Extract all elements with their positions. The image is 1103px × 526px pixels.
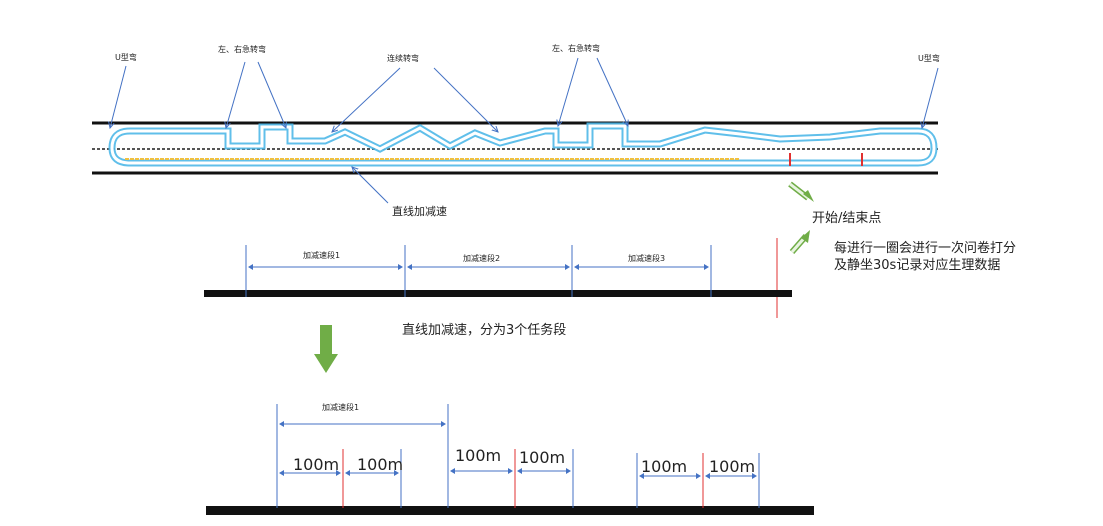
dist-1-label: 100m	[293, 455, 339, 474]
continuous-turns-arrow-b	[433, 67, 498, 132]
segment-3-label: 加减速段3	[628, 253, 665, 263]
detail-seg1-label: 加减速段1	[322, 402, 359, 412]
big-green-down-arrow	[314, 325, 338, 373]
dist-4-label: 100m	[519, 448, 565, 467]
dist-2-label: 100m	[357, 455, 403, 474]
start-end-block: 开始/结束点 每进行一圈会进行一次问卷打分 及静坐30s记录对应生理数据	[776, 181, 1016, 318]
continuous-turns-label: 连续转弯	[387, 53, 419, 63]
sharp-turn-2-arrow-b	[596, 57, 628, 126]
sharp-turn-1-arrow-b	[257, 61, 286, 128]
u-turn-right-arrow	[922, 67, 939, 128]
sharp-turns-1-label: 左、右急转弯	[218, 44, 266, 54]
segments-road-bar	[204, 290, 792, 297]
u-turn-right-label: U型弯	[918, 53, 940, 63]
straight-accel-caption: 直线加减速，分为3个任务段	[402, 322, 566, 338]
sharp-turns-2-label: 左、右急转弯	[552, 43, 600, 53]
lap-note-line2: 及静坐30s记录对应生理数据	[834, 257, 1000, 273]
segment-2-label: 加减速段2	[463, 253, 500, 263]
green-arrow-up	[789, 230, 810, 254]
lap-note-line1: 每进行一圈会进行一次问卷打分	[834, 240, 1016, 256]
segment-detail: 加减速段1 100m 100m 100m 100m 100m 100m	[206, 402, 814, 515]
u-turn-left-label: U型弯	[115, 52, 137, 62]
dist-3-label: 100m	[455, 446, 501, 465]
straight-accel-arrow	[352, 167, 389, 204]
sharp-turn-1-arrow-a	[226, 61, 246, 128]
dist-6-label: 100m	[709, 457, 755, 476]
detail-road-bar	[206, 506, 814, 515]
dist-5-label: 100m	[641, 457, 687, 476]
start-end-label: 开始/结束点	[812, 211, 881, 226]
green-arrow-down	[788, 181, 814, 202]
segment-1-label: 加减速段1	[303, 250, 340, 260]
straight-accel-label: 直线加减速	[392, 204, 447, 218]
continuous-turns-arrow-a	[332, 67, 401, 132]
track-map: U型弯 左、右急转弯 连续转弯 左、右急转弯 U型弯 直线加减速	[92, 43, 940, 218]
segments-overview: 加减速段1 加减速段2 加减速段3	[204, 245, 792, 297]
sharp-turn-2-arrow-a	[558, 57, 579, 126]
u-turn-left-arrow	[110, 65, 127, 128]
